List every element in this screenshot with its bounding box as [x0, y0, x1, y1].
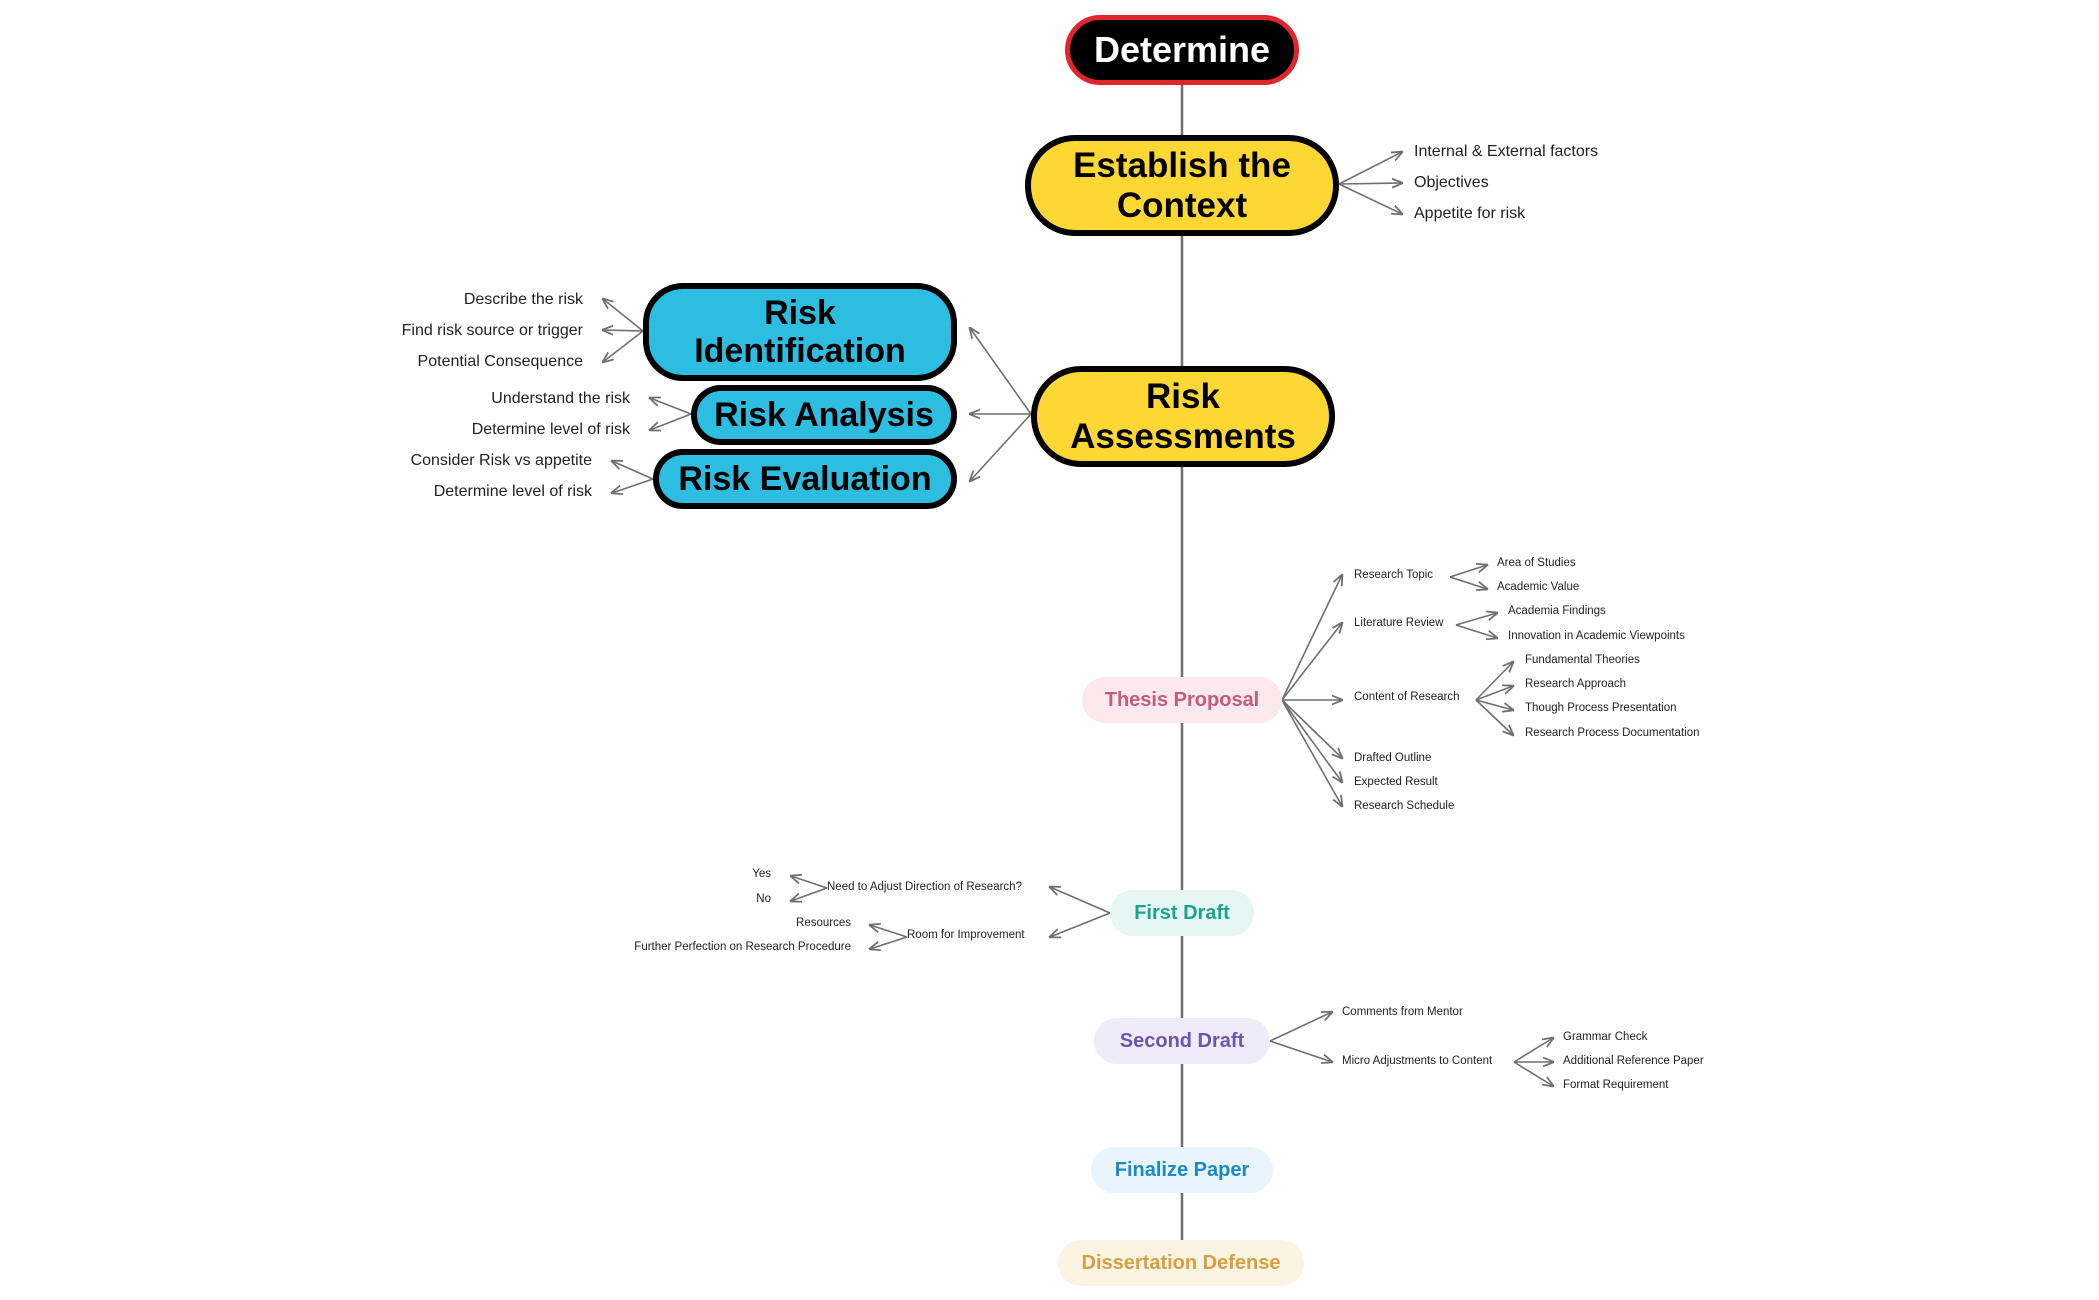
determine-node[interactable]: Determine	[1065, 15, 1299, 85]
analysis-branch	[650, 413, 692, 430]
thesis-literature-review: Literature Review	[1354, 617, 1444, 629]
context-branch	[1338, 183, 1402, 184]
identification-item: Describe the risk	[463, 291, 583, 308]
thesis-content-item: Though Process Presentation	[1525, 702, 1677, 714]
thesis-content-item: Fundamental Theories	[1525, 654, 1640, 666]
first-draft-node[interactable]: First Draft	[1110, 890, 1254, 936]
second-draft-micro: Micro Adjustments to Content	[1342, 1055, 1493, 1067]
evaluation-branch	[612, 478, 654, 493]
thesis-branch	[1281, 699, 1342, 758]
second-draft-micro-item: Grammar Check	[1563, 1031, 1648, 1043]
micro-branch	[1513, 1038, 1553, 1063]
thesis-literature-branch	[1455, 624, 1497, 638]
evaluation-item: Determine level of risk	[433, 483, 592, 500]
context-item: Appetite for risk	[1414, 205, 1526, 222]
thesis-topic-branch	[1449, 565, 1487, 578]
need-adjust-branch	[791, 887, 828, 901]
context-item: Internal & External factors	[1414, 143, 1599, 160]
context-branch	[1338, 183, 1402, 214]
thesis-branch	[1281, 623, 1342, 701]
first-draft-branch	[1050, 912, 1111, 937]
need-adjust-branch	[791, 876, 828, 889]
identification-item: Potential Consequence	[417, 353, 583, 370]
thesis-literature-item: Innovation in Academic Viewpoints	[1508, 630, 1685, 642]
first-draft-room-item: Further Perfection on Research Procedure	[634, 941, 851, 953]
first-draft-need-adjust: Need to Adjust Direction of Research?	[827, 881, 1022, 893]
thesis-content-branch	[1475, 686, 1513, 701]
first-draft-branch	[1050, 887, 1111, 914]
assessment-branch	[970, 413, 1032, 481]
thesis-content-of-research: Content of Research	[1354, 691, 1460, 703]
context-branch	[1338, 152, 1402, 185]
thesis-topic-item: Area of Studies	[1497, 557, 1576, 569]
evaluation-branch	[612, 461, 654, 480]
first-draft-room-item: Resources	[796, 917, 851, 929]
thesis-literature-branch	[1455, 613, 1497, 626]
analysis-item: Understand the risk	[491, 390, 630, 407]
second-draft-branch	[1269, 1012, 1332, 1042]
thesis-branch	[1281, 699, 1342, 806]
thesis-branch	[1281, 575, 1342, 701]
context-item: Objectives	[1414, 174, 1489, 191]
analysis-branch	[650, 398, 692, 415]
micro-branch	[1513, 1061, 1553, 1086]
thesis-branch	[1281, 699, 1342, 782]
establish-context-node[interactable]: Establish the Context	[1025, 135, 1339, 236]
finalize-paper-node[interactable]: Finalize Paper	[1091, 1147, 1273, 1193]
dissertation-defense-node[interactable]: Dissertation Defense	[1058, 1240, 1304, 1286]
thesis-topic-branch	[1449, 576, 1487, 589]
identification-branch	[603, 299, 644, 332]
assessment-branch	[970, 328, 1032, 415]
thesis-topic-item: Academic Value	[1497, 581, 1580, 593]
identification-branch	[603, 330, 644, 331]
identification-branch	[603, 330, 644, 362]
thesis-expected-result: Expected Result	[1354, 776, 1438, 788]
thesis-proposal-node[interactable]: Thesis Proposal	[1082, 677, 1282, 723]
risk-evaluation-node[interactable]: Risk Evaluation	[653, 449, 957, 509]
thesis-research-schedule: Research Schedule	[1354, 800, 1455, 812]
risk-assessments-node[interactable]: Risk Assessments	[1031, 366, 1335, 467]
thesis-research-topic: Research Topic	[1354, 569, 1434, 581]
thesis-content-branch	[1475, 662, 1513, 701]
room-branch	[870, 925, 908, 938]
identification-item: Find risk source or trigger	[401, 322, 583, 339]
second-draft-branch	[1269, 1040, 1332, 1062]
thesis-drafted-outline: Drafted Outline	[1354, 752, 1432, 764]
first-draft-yes-no: Yes	[752, 868, 771, 880]
second-draft-micro-item: Additional Reference Paper	[1563, 1055, 1704, 1067]
thesis-literature-item: Academia Findings	[1508, 605, 1606, 617]
thesis-content-branch	[1475, 699, 1513, 710]
second-draft-node[interactable]: Second Draft	[1094, 1018, 1270, 1064]
thesis-content-branch	[1475, 699, 1513, 735]
first-draft-room: Room for Improvement	[907, 929, 1025, 941]
second-draft-comments: Comments from Mentor	[1342, 1006, 1463, 1018]
second-draft-micro-item: Format Requirement	[1563, 1079, 1669, 1091]
thesis-content-item: Research Approach	[1525, 678, 1627, 690]
thesis-content-item: Research Process Documentation	[1525, 727, 1700, 739]
evaluation-item: Consider Risk vs appetite	[410, 452, 592, 469]
analysis-item: Determine level of risk	[471, 421, 630, 438]
first-draft-yes-no: No	[756, 893, 771, 905]
risk-analysis-node[interactable]: Risk Analysis	[691, 385, 957, 445]
room-branch	[870, 936, 908, 949]
risk-identification-node[interactable]: Risk Identification	[643, 283, 957, 381]
